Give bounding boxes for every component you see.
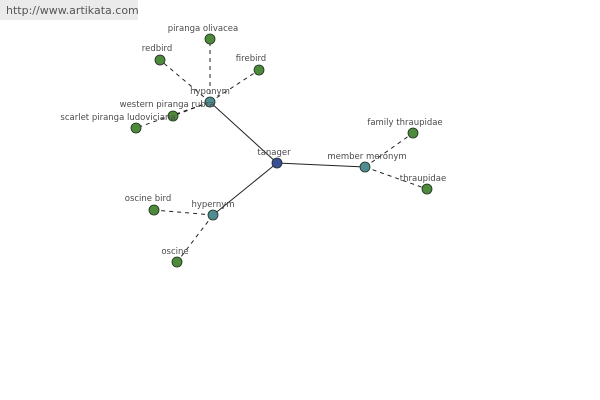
node-label-member-meronym[interactable]: member meronym xyxy=(327,152,406,162)
node-thraupidae[interactable] xyxy=(421,183,433,195)
node-firebird[interactable] xyxy=(253,64,265,76)
node-label-firebird[interactable]: firebird xyxy=(236,54,266,64)
edge-hyponym-firebird xyxy=(209,69,260,103)
node-family-thraupidae[interactable] xyxy=(407,127,419,139)
edge-member-meronym-family-thraupidae xyxy=(364,132,414,168)
node-member-meronym[interactable] xyxy=(359,161,371,173)
node-redbird[interactable] xyxy=(154,54,166,66)
node-oscine[interactable] xyxy=(171,256,183,268)
node-label-family-thraupidae[interactable]: family thraupidae xyxy=(367,118,442,128)
source-url-text: http://www.artikata.com xyxy=(6,4,139,17)
edge-tanager-hyponym xyxy=(209,101,278,164)
node-label-hypernym[interactable]: hypernym xyxy=(191,200,234,210)
node-label-western-piranga-rubra[interactable]: western piranga rubra xyxy=(120,100,215,110)
node-label-scarlet-piranga-ludoviciana[interactable]: scarlet piranga ludoviciana xyxy=(60,113,175,123)
edge-hypernym-oscine-bird xyxy=(153,209,214,216)
node-label-thraupidae[interactable]: thraupidae xyxy=(400,174,446,184)
labels-layer: tanager hyponym hypernym member meronym pira… xyxy=(60,24,446,257)
node-hyponym[interactable] xyxy=(204,96,216,108)
node-label-tanager[interactable]: tanager xyxy=(257,148,291,158)
source-url-badge[interactable]: http://www.artikata.com xyxy=(0,0,139,20)
edge-hyponym-redbird xyxy=(159,59,211,103)
nodes-layer xyxy=(130,33,433,268)
node-scarlet-piranga-ludoviciana[interactable] xyxy=(130,122,142,134)
edge-hypernym-oscine xyxy=(176,214,214,263)
edge-member-meronym-thraupidae xyxy=(364,166,428,190)
node-hypernym[interactable] xyxy=(207,209,219,221)
node-label-hyponym[interactable]: hyponym xyxy=(190,87,230,97)
edge-tanager-member-meronym xyxy=(276,162,366,168)
node-oscine-bird[interactable] xyxy=(148,204,160,216)
edge-hyponym-scarlet-piranga-ludoviciana xyxy=(135,101,211,129)
edges-layer xyxy=(135,39,428,263)
node-tanager[interactable] xyxy=(271,157,283,169)
node-piranga-olivacea[interactable] xyxy=(204,33,216,45)
node-label-oscine[interactable]: oscine xyxy=(161,247,188,257)
node-western-piranga-rubra[interactable] xyxy=(167,110,179,122)
node-label-piranga-olivacea[interactable]: piranga olivacea xyxy=(168,24,238,34)
edge-tanager-hypernym xyxy=(212,162,278,216)
node-label-oscine-bird[interactable]: oscine bird xyxy=(125,194,171,204)
node-label-redbird[interactable]: redbird xyxy=(142,44,172,54)
